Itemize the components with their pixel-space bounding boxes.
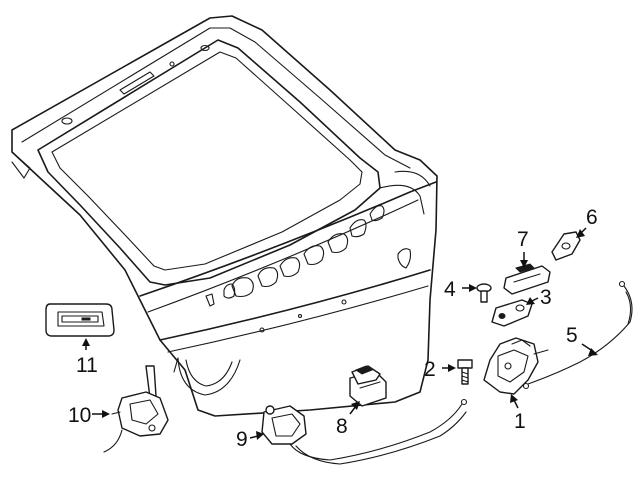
callout-7: 7 (517, 228, 529, 251)
callout-2: 2 (424, 358, 436, 381)
callout-4-arrowhead (469, 284, 477, 292)
part-5-cable (522, 280, 633, 390)
callout-2-arrowhead (448, 364, 456, 372)
part-2-bolt (457, 359, 473, 385)
callout-6-arrowhead (576, 229, 585, 238)
callout-4: 4 (444, 278, 456, 301)
liftgate-panel (11, 15, 438, 417)
part-1-latch (483, 337, 549, 395)
callout-8: 8 (336, 415, 348, 438)
callout-7-arrowhead (520, 260, 528, 268)
part-6-cover (551, 231, 581, 261)
callout-1: 1 (514, 410, 526, 433)
part-10-latch (103, 365, 169, 453)
part-11-switch (45, 303, 115, 337)
callout-8-arrowhead (351, 401, 360, 410)
callout-1-arrowhead (510, 394, 518, 403)
part-9-actuator (261, 398, 468, 465)
callout-9-arrowhead (256, 431, 264, 440)
part-4-screw (476, 283, 492, 303)
callout-9: 9 (236, 428, 248, 451)
callout-3: 3 (540, 286, 552, 309)
callout-5-arrowhead (588, 348, 598, 356)
callout-5: 5 (566, 324, 578, 347)
light-recesses (205, 205, 412, 307)
callout-11: 11 (76, 354, 98, 377)
part-3-bracket (491, 299, 533, 327)
callout-3-arrowhead (526, 297, 535, 305)
callout-1-arrow (513, 399, 519, 409)
callout-11-arrowhead (82, 338, 90, 346)
callout-6: 6 (586, 206, 598, 229)
part-8-camera (349, 365, 387, 407)
callout-10: 10 (68, 404, 91, 427)
callout-10-arrowhead (102, 410, 110, 418)
